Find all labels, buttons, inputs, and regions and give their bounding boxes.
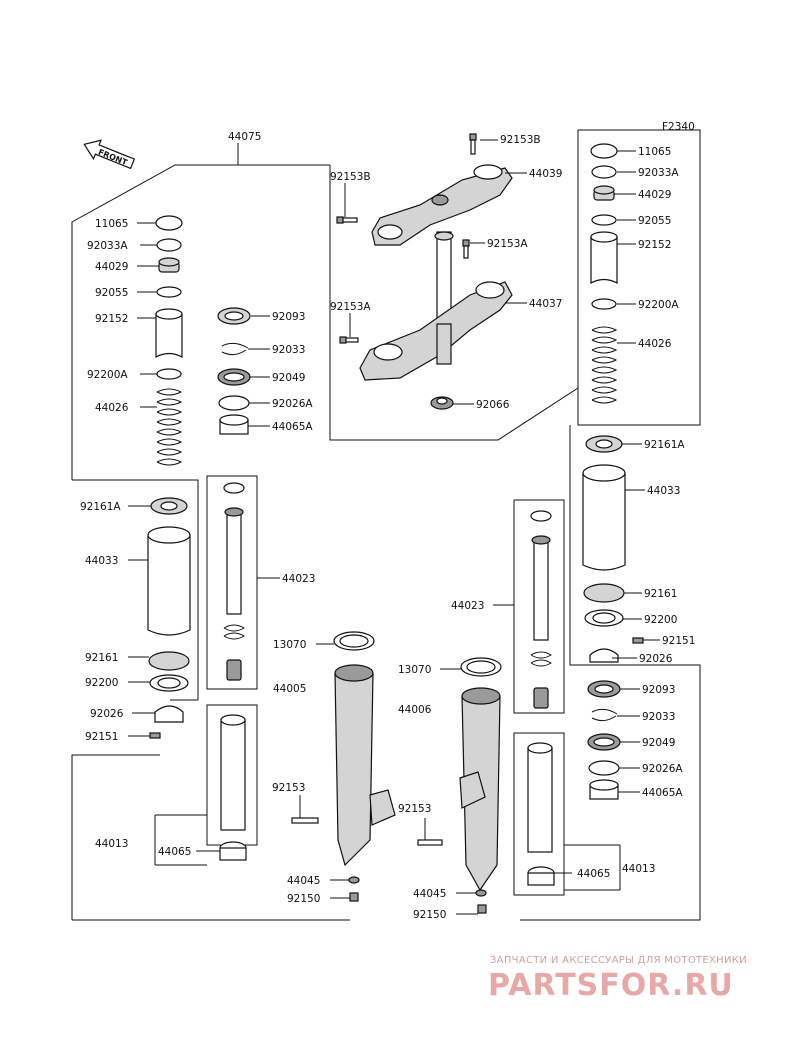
label-44039: 44039: [529, 168, 562, 180]
spring-44026-right: [591, 326, 618, 404]
label-44006: 44006: [398, 704, 432, 716]
bolt-92153B-left: [336, 216, 358, 224]
right-lower-stack: [582, 435, 644, 800]
label-92033A-right: 92033A: [638, 167, 679, 179]
label-92026A-right: 92026A: [642, 763, 683, 775]
label-92153A-lower: 92153A: [330, 301, 371, 313]
steering-stem-44037: [359, 231, 513, 381]
right-inner-tube-group: [513, 499, 565, 896]
label-44013-right: 44013: [622, 863, 655, 875]
label-92153-right: 92153: [398, 803, 431, 815]
label-92049-right: 92049: [642, 737, 675, 749]
label-44045-right: 44045: [413, 888, 446, 900]
bolt-92153A-lower: [339, 336, 359, 344]
label-44026-right: 44026: [638, 338, 672, 350]
label-92151-right: 92151: [662, 635, 695, 647]
bolt-92153A-upper: [462, 239, 470, 259]
watermark-brand: PARTSFOR.RU: [488, 968, 734, 1003]
right-outer-tube-44006: [417, 657, 502, 914]
part-labels: 44075 92153B 44039 92153B 92153A 44037 9…: [80, 131, 695, 921]
label-92152-left: 92152: [95, 313, 128, 325]
label-92049-left: 92049: [272, 372, 305, 384]
label-92161-right: 92161: [644, 588, 677, 600]
label-92153-left: 92153: [272, 782, 305, 794]
label-92200A-left: 92200A: [87, 369, 128, 381]
label-92033A-left: 92033A: [87, 240, 128, 252]
label-92200A-right: 92200A: [638, 299, 679, 311]
label-92066: 92066: [476, 399, 510, 411]
label-44045-left: 44045: [287, 875, 320, 887]
label-11065-left: 11065: [95, 218, 128, 230]
label-92151-left: 92151: [85, 731, 118, 743]
label-92152-right: 92152: [638, 239, 671, 251]
left-inner-tube-group: [206, 307, 258, 861]
watermark-tagline: ЗАПЧАСТИ И АКСЕССУАРЫ ДЛЯ МОТОТЕХНИКИ: [490, 955, 747, 966]
label-92200-left: 92200: [85, 677, 118, 689]
label-44065A-right: 44065A: [642, 787, 683, 799]
leader-lines: [128, 139, 660, 915]
left-outer-tube-44005: [291, 631, 396, 902]
label-44033-right: 44033: [647, 485, 680, 497]
label-44029-left: 44029: [95, 261, 128, 273]
label-92161-left: 92161: [85, 652, 118, 664]
label-44065A-left: 44065A: [272, 421, 313, 433]
left-assembly-frame: [71, 143, 350, 921]
label-44013-left: 44013: [95, 838, 128, 850]
label-92055-left: 92055: [95, 287, 128, 299]
label-92026-left: 92026: [90, 708, 124, 720]
bolt-92153B-top: [469, 133, 477, 155]
upper-bracket-44039: [371, 164, 513, 246]
label-44037: 44037: [529, 298, 562, 310]
label-11065-right: 11065: [638, 146, 671, 158]
left-lower-stack: [147, 497, 191, 739]
label-92026A-left: 92026A: [272, 398, 313, 410]
front-arrow-icon: FRONT: [83, 139, 136, 170]
center-assembly-frame: [329, 129, 701, 921]
label-44023-left: 44023: [282, 573, 315, 585]
label-44065-right: 44065: [577, 868, 610, 880]
label-44029-right: 44029: [638, 189, 671, 201]
label-92093-right: 92093: [642, 684, 675, 696]
label-92026-right: 92026: [639, 653, 673, 665]
label-92153A-upper: 92153A: [487, 238, 528, 250]
label-92033-right: 92033: [642, 711, 675, 723]
figure-code: F2340: [662, 121, 695, 133]
label-13070-right: 13070: [398, 664, 431, 676]
label-13070-left: 13070: [273, 639, 306, 651]
label-92093-left: 92093: [272, 311, 305, 323]
left-upper-stack: [155, 215, 183, 380]
spring-44026-left: [156, 388, 183, 466]
label-92153B-left: 92153B: [330, 171, 371, 183]
label-44026-left: 44026: [95, 402, 129, 414]
label-92033-left: 92033: [272, 344, 305, 356]
label-92161A-left: 92161A: [80, 501, 121, 513]
label-44005: 44005: [273, 683, 306, 695]
label-92150-left: 92150: [287, 893, 320, 905]
label-92200-right: 92200: [644, 614, 677, 626]
label-44033-left: 44033: [85, 555, 118, 567]
label-44065-left: 44065: [158, 846, 191, 858]
label-44023-right: 44023: [451, 600, 484, 612]
right-upper-stack: [590, 143, 618, 310]
label-92055-right: 92055: [638, 215, 671, 227]
label-44075: 44075: [228, 131, 261, 143]
label-92153B-top: 92153B: [500, 134, 541, 146]
seal-92066: [430, 396, 454, 410]
label-92150-right: 92150: [413, 909, 446, 921]
label-92161A-right: 92161A: [644, 439, 685, 451]
